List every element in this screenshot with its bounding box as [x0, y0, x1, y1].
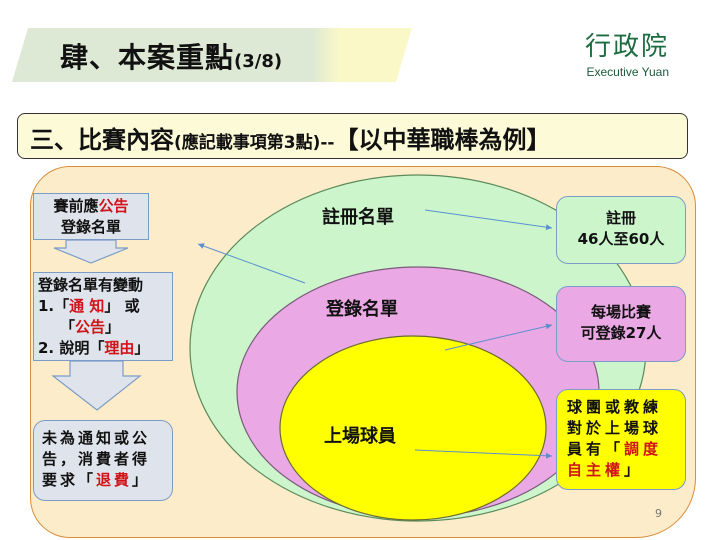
inner-circle — [279, 335, 547, 521]
down-arrow-1 — [53, 239, 129, 264]
flow-box-refund: 未為通知或公 告，消費者得 要求「退費」 — [33, 420, 173, 501]
logo-cn: 行政院 — [585, 32, 670, 62]
arrow-left — [197, 243, 306, 284]
executive-yuan-logo: 行政院 Executive Yuan — [585, 26, 669, 79]
page-title: 肆、本案重點(3/8) — [60, 41, 283, 74]
arrow-middle — [444, 323, 553, 351]
info-box-roster: 每場比賽可登錄27人 — [556, 286, 686, 362]
label-roster-list: 登錄名單 — [326, 299, 398, 320]
page-number: 9 — [655, 507, 662, 520]
flow-box-announce: 賽前應公告 登錄名單 — [33, 193, 149, 240]
arrow-outer — [424, 209, 553, 231]
info-box-starting: 球團或教練 對於上場球 員有「調度 自主權」 — [556, 389, 686, 490]
title-banner — [12, 28, 412, 82]
label-registered-list: 註冊名單 — [322, 207, 394, 228]
section-subtitle: 三、比賽內容(應記載事項第3點)--【以中華職棒為例】 — [17, 113, 688, 159]
label-starting-players: 上場球員 — [324, 426, 396, 447]
arrow-inner — [414, 449, 553, 459]
down-arrow-2 — [51, 360, 142, 411]
flow-box-change: 登錄名單有變動 1.「通 知」 或 「公告」 2. 說明「理由」 — [33, 272, 173, 361]
logo-en: Executive Yuan — [586, 65, 670, 79]
